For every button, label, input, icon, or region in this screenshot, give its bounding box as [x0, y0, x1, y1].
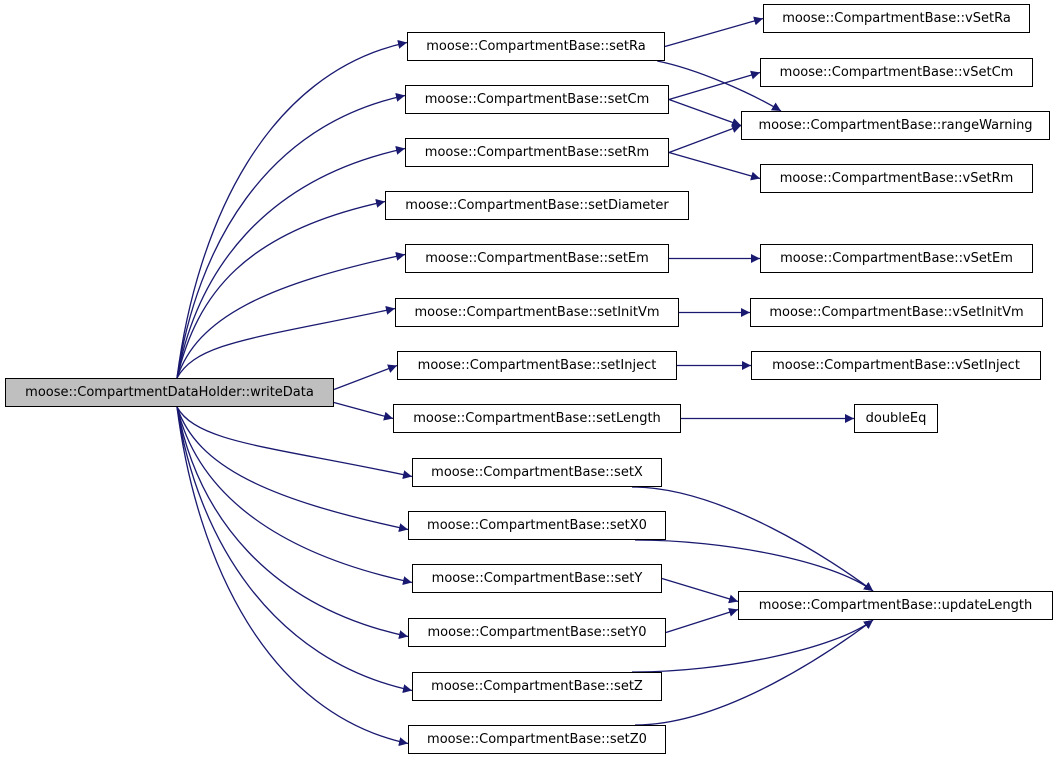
edge-root-to-setinitvm	[176, 305, 396, 379]
node-setcm[interactable]: moose::CompartmentBase::setCm	[405, 85, 669, 114]
node-vsetcm[interactable]: moose::CompartmentBase::vSetCm	[760, 58, 1033, 87]
edge-setrm-to-vsetrm	[668, 151, 761, 181]
edge-root-to-setrm	[176, 145, 406, 379]
edge-root-to-setz	[176, 406, 413, 694]
node-sety[interactable]: moose::CompartmentBase::setY	[412, 564, 662, 593]
node-setinitvm[interactable]: moose::CompartmentBase::setInitVm	[395, 298, 679, 327]
node-setdiameter[interactable]: moose::CompartmentBase::setDiameter	[385, 191, 689, 220]
edge-root-to-setz0	[176, 406, 409, 747]
edge-setx0-to-updatelength	[635, 539, 874, 592]
edge-sety0-to-updatelength	[665, 607, 739, 634]
node-setem[interactable]: moose::CompartmentBase::setEm	[405, 244, 669, 273]
node-vsetinitvm[interactable]: moose::CompartmentBase::vSetInitVm	[750, 298, 1043, 327]
node-vsetinject[interactable]: moose::CompartmentBase::vSetInject	[751, 351, 1041, 380]
edge-setcm-to-rangewarning	[668, 98, 742, 127]
node-setx[interactable]: moose::CompartmentBase::setX	[412, 458, 662, 487]
edge-setra-to-rangewarning	[657, 60, 782, 112]
edge-root-to-setra	[176, 39, 408, 379]
node-vsetrm[interactable]: moose::CompartmentBase::vSetRm	[760, 164, 1033, 193]
edge-root-to-setcm	[176, 92, 406, 379]
node-setz0[interactable]: moose::CompartmentBase::setZ0	[408, 725, 666, 754]
edge-root-to-setdiameter	[176, 198, 386, 379]
node-vsetem[interactable]: moose::CompartmentBase::vSetEm	[760, 244, 1033, 273]
node-setx0[interactable]: moose::CompartmentBase::setX0	[408, 511, 666, 540]
edge-root-to-sety0	[176, 406, 409, 640]
edge-root-to-sety	[176, 406, 413, 586]
node-setlength[interactable]: moose::CompartmentBase::setLength	[393, 404, 681, 433]
node-setinject[interactable]: moose::CompartmentBase::setInject	[397, 351, 677, 380]
node-updatelength[interactable]: moose::CompartmentBase::updateLength	[738, 591, 1053, 620]
edge-root-to-setlength	[333, 401, 394, 421]
edge-setrm-to-rangewarning	[668, 124, 742, 154]
node-doubleeq[interactable]: doubleEq	[854, 404, 938, 433]
edge-root-to-setem	[176, 251, 406, 379]
edge-root-to-setinject	[333, 364, 398, 391]
edge-root-to-setx0	[176, 406, 409, 533]
node-writedata: moose::CompartmentDataHolder::writeData	[5, 378, 334, 407]
node-sety0[interactable]: moose::CompartmentBase::setY0	[408, 618, 666, 647]
edge-setz0-to-updatelength	[635, 619, 874, 726]
edge-sety-to-updatelength	[661, 577, 739, 604]
edge-root-to-setx	[176, 406, 413, 480]
node-vsetra[interactable]: moose::CompartmentBase::vSetRa	[763, 4, 1030, 33]
edge-setz-to-updatelength	[631, 619, 874, 673]
node-setra[interactable]: moose::CompartmentBase::setRa	[407, 32, 665, 61]
node-setz[interactable]: moose::CompartmentBase::setZ	[412, 672, 662, 701]
node-setrm[interactable]: moose::CompartmentBase::setRm	[405, 138, 669, 167]
edge-setx-to-updatelength	[631, 486, 874, 592]
node-rangewarning[interactable]: moose::CompartmentBase::rangeWarning	[741, 111, 1050, 140]
edge-setcm-to-vsetcm	[668, 70, 761, 101]
edge-setra-to-vsetra	[664, 16, 764, 48]
